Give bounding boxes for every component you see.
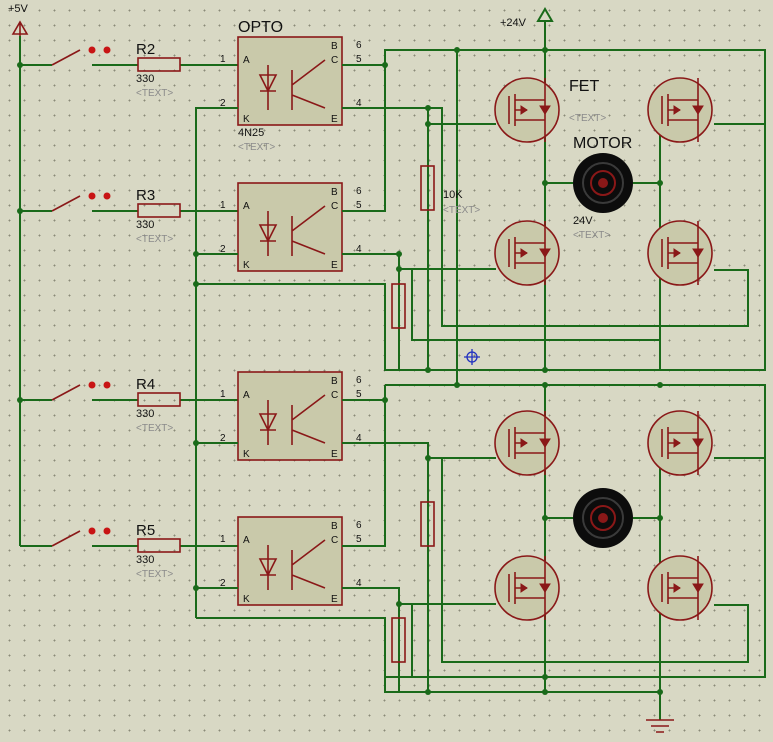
mosfet-8 [647, 555, 713, 621]
optocoupler-2: A K B C E 1 2 6 5 4 [220, 182, 362, 272]
mosfet-4 [647, 220, 713, 286]
opto-text: <TEXT> [238, 142, 275, 153]
mosfet-6 [647, 410, 713, 476]
resistor-r3 [137, 203, 181, 218]
pulldown-resistors: 10K <TEXT> [391, 165, 480, 663]
supply-24v-label: +24V [500, 17, 527, 29]
pulldown-value: 10K [443, 189, 463, 201]
svg-text:C: C [331, 390, 338, 401]
opto-title: OPTO [238, 19, 283, 36]
fet-text: <TEXT> [569, 113, 606, 124]
svg-text:K: K [243, 114, 250, 125]
supply-5v-label: +5V [8, 3, 29, 15]
switch-4[interactable] [51, 530, 81, 547]
svg-text:6: 6 [356, 186, 362, 197]
r3-value: 330 [136, 219, 154, 231]
r5-value: 330 [136, 554, 154, 566]
svg-text:4: 4 [356, 98, 362, 109]
r4-value: 330 [136, 408, 154, 420]
svg-text:1: 1 [220, 54, 226, 65]
wiring [17, 47, 766, 733]
svg-text:5: 5 [356, 389, 362, 400]
mosfet-7 [494, 555, 560, 621]
svg-text:5: 5 [356, 200, 362, 211]
svg-text:K: K [243, 449, 250, 460]
r5-ref: R5 [136, 522, 155, 539]
svg-text:1: 1 [220, 534, 226, 545]
mosfet-5 [494, 410, 560, 476]
r3-ref: R3 [136, 187, 155, 204]
supply-24v: +24V [500, 7, 554, 50]
r3-text: <TEXT> [136, 234, 173, 245]
motor-2 [573, 488, 633, 548]
input-row-1: R2 330 <TEXT> [20, 41, 238, 99]
svg-text:K: K [243, 594, 250, 605]
supply-5v: +5V [8, 3, 29, 36]
svg-text:5: 5 [356, 54, 362, 65]
svg-text:6: 6 [356, 40, 362, 51]
switch-2[interactable] [51, 195, 81, 212]
motor-value: 24V [573, 215, 593, 227]
r2-value: 330 [136, 73, 154, 85]
mosfets: FET <TEXT> [494, 77, 713, 621]
svg-text:2: 2 [220, 578, 226, 589]
svg-text:B: B [331, 376, 338, 387]
svg-text:4: 4 [356, 578, 362, 589]
input-row-2: R3 330 <TEXT> [20, 187, 238, 245]
resistor-r2 [137, 57, 181, 72]
svg-text:1: 1 [220, 389, 226, 400]
input-row-4: R5 330 <TEXT> [20, 522, 238, 580]
mosfet-3 [494, 220, 560, 286]
svg-text:A: A [243, 390, 250, 401]
cursor-crosshair [464, 349, 480, 365]
fet-title: FET [569, 78, 599, 95]
optocoupler-1: A K B C E 1 2 6 5 4 OPTO 4N25 <TEXT> [220, 19, 362, 153]
svg-text:C: C [331, 535, 338, 546]
svg-text:E: E [331, 260, 338, 271]
input-row-3: R4 330 <TEXT> [20, 376, 238, 434]
svg-text:B: B [331, 187, 338, 198]
optocoupler-4: A K B C E 1 2 6 5 4 [220, 516, 362, 606]
svg-text:6: 6 [356, 375, 362, 386]
pulldown-text: <TEXT> [443, 205, 480, 216]
resistor-r4 [137, 392, 181, 407]
svg-text:A: A [243, 201, 250, 212]
motor-text: <TEXT> [573, 230, 610, 241]
svg-text:A: A [243, 535, 250, 546]
switch-1[interactable] [51, 49, 81, 66]
svg-text:E: E [331, 449, 338, 460]
optocoupler-3: A K B C E 1 2 6 5 4 [220, 371, 362, 461]
r2-text: <TEXT> [136, 88, 173, 99]
r4-text: <TEXT> [136, 423, 173, 434]
svg-text:C: C [331, 201, 338, 212]
svg-text:E: E [331, 594, 338, 605]
svg-text:2: 2 [220, 98, 226, 109]
svg-text:B: B [331, 41, 338, 52]
svg-text:A: A [243, 55, 250, 66]
svg-text:4: 4 [356, 244, 362, 255]
svg-text:4: 4 [356, 433, 362, 444]
motor-1: MOTOR 24V <TEXT> [573, 135, 633, 241]
svg-text:C: C [331, 55, 338, 66]
mosfet-2 [647, 77, 713, 143]
r4-ref: R4 [136, 376, 155, 393]
svg-text:1: 1 [220, 200, 226, 211]
opto-part: 4N25 [238, 127, 264, 139]
r2-ref: R2 [136, 41, 155, 58]
motor-title: MOTOR [573, 135, 632, 152]
resistor-r5 [137, 538, 181, 553]
svg-text:B: B [331, 521, 338, 532]
svg-text:5: 5 [356, 534, 362, 545]
svg-text:2: 2 [220, 433, 226, 444]
switch-3[interactable] [51, 384, 81, 401]
svg-text:E: E [331, 114, 338, 125]
svg-text:2: 2 [220, 244, 226, 255]
r5-text: <TEXT> [136, 569, 173, 580]
mosfet-1 [494, 77, 560, 143]
svg-text:6: 6 [356, 520, 362, 531]
svg-text:K: K [243, 260, 250, 271]
